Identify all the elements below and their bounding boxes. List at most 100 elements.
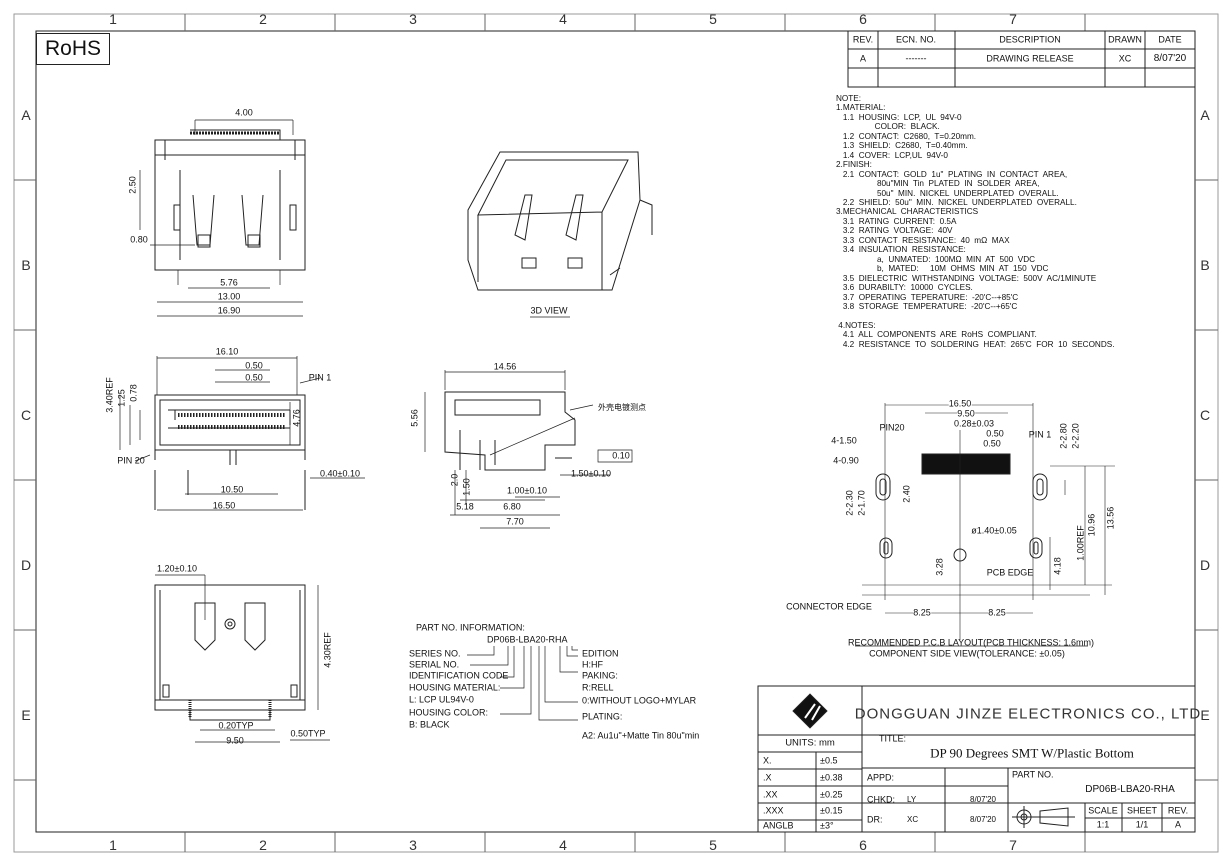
grid-row-c-right: C	[1199, 407, 1211, 423]
date-header: DATE	[1158, 34, 1182, 45]
pin1-label: PIN 1	[308, 372, 332, 383]
dim-label: 8.25	[913, 607, 931, 618]
dim-label: 8.25	[988, 607, 1006, 618]
grid-col-5-bottom: 5	[709, 837, 717, 853]
drawn-header: DRAWN	[1108, 34, 1142, 45]
dim-label: 2-2.80	[1058, 423, 1069, 449]
dim-label: 1.00±0.10	[507, 485, 547, 496]
front-view-outline	[119, 356, 365, 511]
dim-label: 2.40	[901, 485, 912, 503]
dim-label: 16.10	[215, 346, 239, 357]
checked-by: LY	[907, 795, 917, 804]
grid-row-b: B	[21, 257, 31, 273]
description-value: DRAWING RELEASE	[986, 53, 1074, 64]
grid-row-e-right: E	[1200, 707, 1210, 723]
drawn-by: XC	[907, 815, 919, 824]
dim-label: 1.50	[461, 478, 472, 496]
dim-label: 5.56	[409, 409, 420, 427]
dim-label: 2-2.30	[844, 490, 855, 516]
dim-label: 4-1.50	[831, 435, 857, 446]
dim-label: 1.20±0.10	[157, 563, 197, 574]
technical-notes: NOTE: 1.MATERIAL: 1.1 HOUSING: LCP, UL 9…	[836, 94, 1115, 349]
iso-view-outline	[467, 151, 653, 318]
top-view-outline	[139, 119, 306, 317]
dim-label: 5.76	[220, 277, 238, 288]
dim-label: 4-0.90	[833, 455, 859, 466]
dim-label: 6.80	[503, 501, 521, 512]
appd-label: APPD:	[867, 772, 895, 783]
grid-row-d-right: D	[1199, 557, 1211, 573]
part-info-right: 0:WITHOUT LOGO+MYLAR	[582, 695, 697, 706]
description-header: DESCRIPTION	[999, 34, 1061, 45]
dim-label: 16.90	[217, 305, 241, 316]
dim-label: 16.50	[948, 398, 972, 409]
ecn-header: ECN. NO.	[895, 34, 937, 45]
date-value: 8/07'20	[1153, 53, 1187, 64]
title-label: TITLE:	[879, 733, 907, 744]
dim-label: 0.40±0.10	[320, 468, 360, 479]
rev-header: REV.	[852, 34, 874, 45]
dim-label: 0.28±0.03	[954, 418, 994, 429]
part-number-leader-lines	[467, 646, 578, 721]
scale-value: 1:1	[1096, 819, 1110, 830]
dim-label: 0.50	[245, 372, 263, 383]
drawn-value: XC	[1118, 53, 1132, 64]
tol-value: ±0.25	[820, 789, 843, 800]
grid-col-4-bottom: 4	[559, 837, 567, 853]
sheet-label: SHEET	[1126, 805, 1158, 816]
tol-key: ANGLB	[763, 820, 794, 831]
flatness-tolerance: 0.10	[612, 450, 630, 461]
dim-label: 0.80	[130, 234, 148, 245]
chkd-label: CHKD:	[867, 794, 896, 805]
part-number: DP06B-LBA20-RHA	[1085, 784, 1175, 795]
grid-row-e: E	[21, 707, 31, 723]
dim-label: 5.18	[456, 501, 474, 512]
dim-label: 16.50	[212, 500, 236, 511]
dim-label: 4.76	[291, 409, 302, 427]
dim-label: 2.50	[127, 176, 138, 194]
grid-row-a: A	[21, 107, 31, 123]
tol-value: ±0.15	[820, 805, 843, 816]
dim-label: 7.70	[506, 516, 524, 527]
bottom-view-outline	[154, 574, 330, 743]
tol-key: .X	[763, 772, 772, 783]
dim-label: 2-1.70	[856, 490, 867, 516]
part-info-left: IDENTIFICATION CODE	[409, 670, 509, 681]
pcb-edge-label: PCB EDGE	[986, 567, 1034, 578]
dim-label: ø1.40±0.05	[971, 525, 1017, 536]
part-no-label: PART NO.	[1012, 769, 1054, 780]
dim-label: 4.18	[1052, 557, 1063, 575]
grid-col-1-bottom: 1	[109, 837, 117, 853]
grid-col-7-bottom: 7	[1009, 837, 1017, 853]
units-label: UNITS: mm	[785, 737, 835, 749]
dim-label: 2.0	[449, 473, 460, 487]
tol-key: .XXX	[763, 805, 784, 816]
dim-label: 10.50	[220, 484, 244, 495]
pcb-layout-caption: RECOMMENDED P.C.B LAYOUT(PCB THICKNESS: …	[847, 637, 1095, 648]
tol-value: ±0.38	[820, 772, 843, 783]
grid-row-a-right: A	[1200, 107, 1210, 123]
pin20-label: PIN20	[879, 422, 905, 433]
grid-row-c: C	[20, 407, 32, 423]
plating-test-point-note: 外壳电镀测点	[598, 403, 646, 412]
part-info-left: SERIAL NO.	[409, 659, 460, 670]
dim-label: 4.30REF	[322, 632, 333, 668]
dim-label: 0.78	[128, 384, 139, 402]
part-info-left: L: LCP UL94V-0	[409, 694, 474, 705]
part-info-right: EDITION	[582, 648, 619, 659]
dim-label: 0.50	[245, 360, 263, 371]
grid-row-b-right: B	[1200, 257, 1210, 273]
pin1-label: PIN 1	[1028, 429, 1052, 440]
dim-label: 1.50±0.10	[571, 468, 611, 479]
tol-value: ±3°	[820, 820, 834, 831]
sheet-value: 1/1	[1135, 819, 1149, 830]
dim-label: 3.28	[934, 558, 945, 576]
part-info-left: B: BLACK	[409, 719, 450, 730]
grid-col-3: 3	[409, 11, 417, 27]
part-info-right: R:RELL	[582, 682, 614, 693]
part-info-left: HOUSING MATERIAL:	[409, 682, 501, 693]
side-view-outline	[424, 370, 633, 529]
grid-col-3-bottom: 3	[409, 837, 417, 853]
dr-label: DR:	[867, 814, 883, 825]
